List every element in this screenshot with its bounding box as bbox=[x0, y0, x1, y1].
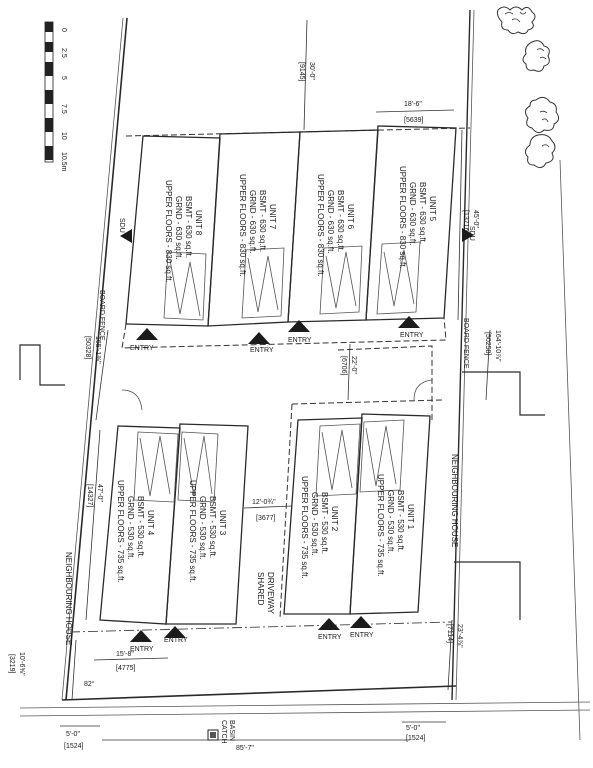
entry-marker-icon bbox=[318, 618, 340, 630]
dim-text: 18'-6" bbox=[404, 101, 422, 108]
dim-text: [50328] bbox=[84, 336, 91, 359]
unit-2-label: UNIT 2 BSMT - 530 sq.ft. GRND - 530 sq.f… bbox=[300, 476, 339, 579]
unit-5-label: UNIT 5 BSMT - 630 sq.ft. GRND - 630 sq.f… bbox=[398, 166, 437, 269]
board-fence-label-left: BOARD FENCE bbox=[98, 290, 105, 341]
entry-marker-icon bbox=[164, 626, 186, 638]
dim-text: [50258] bbox=[484, 332, 491, 355]
scale-tick: 0 bbox=[60, 28, 67, 32]
entry-label: ENTRY bbox=[250, 347, 274, 354]
entry-label: ENTRY bbox=[350, 632, 374, 639]
entry-marker-icon bbox=[288, 320, 310, 332]
neighbouring-house-left bbox=[19, 344, 65, 386]
sdu-marker-icon bbox=[120, 229, 132, 243]
front-left-building-block bbox=[99, 423, 249, 625]
sdu-label-left: SDU bbox=[118, 218, 125, 233]
dim-text: [6706] bbox=[340, 356, 347, 376]
rear-building-block bbox=[121, 125, 457, 349]
entry-labels: ENTRY ENTRY ENTRY ENTRY ENTRY ENTRY ENTR… bbox=[130, 332, 424, 653]
shared-driveway-label: SHARED DRIVEWAY bbox=[256, 572, 275, 614]
dim-text: [1524] bbox=[64, 743, 84, 750]
unit-1-label: UNIT 1 BSMT - 530 sq.ft. GRND - 530 sq.f… bbox=[376, 474, 415, 577]
entry-label: ENTRY bbox=[318, 634, 342, 641]
dim-text: [7114] bbox=[446, 624, 453, 643]
unit-6-label: UNIT 6 BSMT - 630 sq.ft. GRND - 630 sq.f… bbox=[316, 174, 355, 277]
dim-text: 82° bbox=[84, 680, 95, 688]
dim-text: 10'-6⅝" bbox=[18, 652, 25, 676]
dim-text: [1524] bbox=[406, 735, 426, 742]
entry-marker-icon bbox=[350, 616, 372, 628]
dim-text: 164'-10⅞" bbox=[494, 330, 501, 362]
dim-text: 5'-0" bbox=[406, 725, 420, 732]
catch-basin-label: CATCH BASIN bbox=[220, 720, 235, 746]
scale-tick: 10.5m bbox=[60, 152, 67, 172]
entry-label: ENTRY bbox=[130, 345, 154, 352]
entry-marker-icon bbox=[398, 316, 420, 328]
board-fence-label-right: BOARD FENCE bbox=[462, 318, 469, 369]
scale-tick: 10 bbox=[60, 132, 67, 140]
dim-text: [5639] bbox=[404, 117, 424, 124]
front-right-building-block bbox=[283, 413, 431, 615]
neighbouring-house-label-left: NEIGHBOURING HOUSE bbox=[64, 552, 73, 645]
courtyard-outline bbox=[121, 345, 443, 619]
entry-marker-icon bbox=[130, 630, 152, 642]
neighbouring-house-right bbox=[454, 371, 545, 620]
entry-label: ENTRY bbox=[164, 637, 188, 644]
dim-text: 30'-0" bbox=[308, 62, 315, 80]
dimension-labels: 30'-0" [9145] 18'-6" [5639] 45'-0" [1371… bbox=[8, 62, 501, 752]
dim-text: [14327] bbox=[86, 484, 93, 507]
shrub-graphics bbox=[497, 6, 560, 169]
dim-text: 22'-0" bbox=[350, 356, 357, 374]
unit-7-label: UNIT 7 BSMT - 630 sq.ft. GRND - 630 sq.f… bbox=[238, 174, 277, 277]
sdu-marker-icon bbox=[462, 228, 474, 242]
unit-8-label: UNIT 8 BSMT - 630 sq.ft. GRND - 630 sq.f… bbox=[164, 180, 203, 283]
entry-label: ENTRY bbox=[130, 646, 154, 653]
entry-marker-icon bbox=[136, 328, 158, 340]
catch-basin-symbol bbox=[207, 729, 219, 741]
dim-text: [4775] bbox=[116, 665, 136, 672]
entry-label: ENTRY bbox=[400, 332, 424, 339]
dim-text: [3677] bbox=[256, 515, 276, 522]
scale-tick: 2.5 bbox=[60, 48, 67, 58]
dim-text: [9145] bbox=[298, 62, 305, 82]
dim-text: 165'-1⅜" bbox=[94, 336, 101, 364]
dim-text: 15'-8" bbox=[116, 651, 134, 658]
front-setback-line bbox=[69, 621, 453, 633]
dim-text: 45'-0" bbox=[472, 210, 479, 228]
dim-text: 47'-0" bbox=[96, 484, 103, 502]
neighbouring-house-label-right: NEIGHBOURING HOUSE bbox=[450, 454, 459, 547]
sdu-label-right: SDU bbox=[468, 226, 475, 241]
dim-text: 23'-4⅞" bbox=[456, 624, 463, 648]
dim-text: 5'-0" bbox=[66, 731, 80, 738]
dim-text: 12'-0¾" bbox=[252, 499, 276, 506]
entry-label: ENTRY bbox=[288, 337, 312, 344]
property-lines bbox=[19, 9, 591, 741]
dim-text: 85'-7" bbox=[236, 745, 254, 752]
scale-bar: 0 2.5 5 7.5 10 10.5m bbox=[44, 21, 67, 172]
unit-4-label: UNIT 4 BSMT - 530 sq.ft. GRND - 530 sq.f… bbox=[116, 480, 155, 583]
dimension-lines bbox=[60, 19, 491, 741]
unit-3-label: UNIT 3 BSMT - 530 sq.ft. GRND - 530 sq.f… bbox=[188, 480, 227, 583]
scale-tick: 5 bbox=[60, 76, 67, 80]
dim-text: [3219] bbox=[8, 654, 15, 674]
entry-markers bbox=[120, 228, 474, 642]
dim-text: [13716] bbox=[462, 210, 469, 233]
scale-tick: 7.5 bbox=[60, 104, 67, 114]
entry-marker-icon bbox=[248, 332, 270, 344]
